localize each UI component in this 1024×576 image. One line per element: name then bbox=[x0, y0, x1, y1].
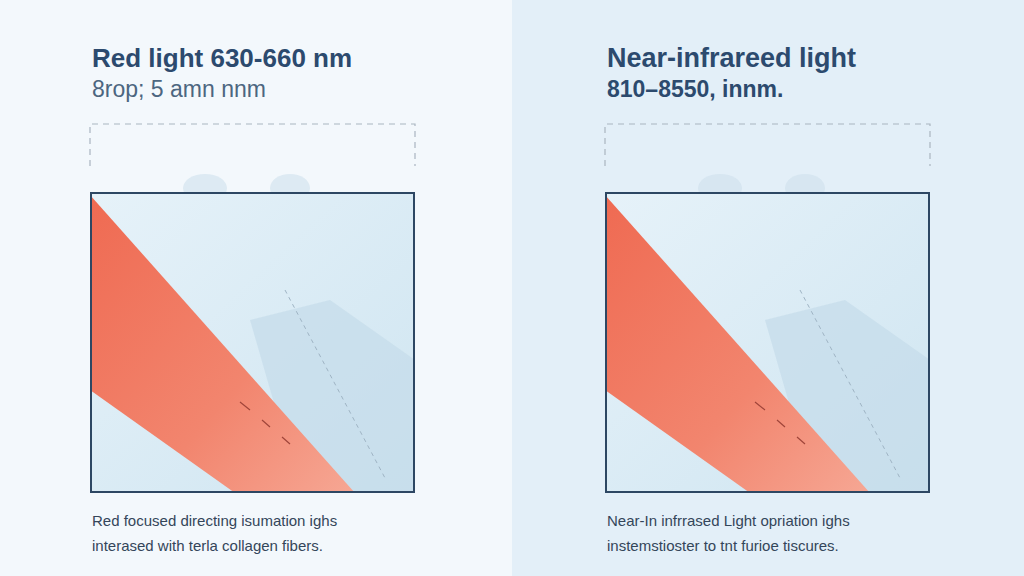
subheading: 8rop; 5 amn nnm bbox=[92, 74, 266, 104]
dashed-frame bbox=[90, 124, 415, 166]
caption: Near-In infrrased Light opriation ighs i… bbox=[607, 508, 907, 558]
guide-line bbox=[800, 290, 900, 478]
heading: Red light 630-660 nm bbox=[92, 42, 352, 74]
beam-dashes bbox=[755, 402, 805, 444]
heading: Near-infrareed light bbox=[607, 42, 856, 74]
tissue-field bbox=[90, 192, 415, 493]
red-light-beam bbox=[90, 195, 355, 493]
right-panel bbox=[512, 0, 1024, 576]
tissue-field bbox=[605, 192, 930, 493]
beam-dashes bbox=[240, 402, 290, 444]
left-ground bbox=[0, 0, 512, 576]
dashed-frame bbox=[605, 124, 930, 166]
illustration-frame: Near-infrareed light810–8550, innm.Near-… bbox=[605, 192, 930, 493]
subheading: 810–8550, innm. bbox=[607, 74, 783, 104]
illustration-frame: Red light 630-660 nm8rop; 5 amn nnmRed f… bbox=[90, 192, 415, 493]
guide-line bbox=[285, 290, 385, 478]
caption: Red focused directing isumation ighs int… bbox=[92, 508, 392, 558]
infrared-light-beam bbox=[605, 195, 870, 493]
